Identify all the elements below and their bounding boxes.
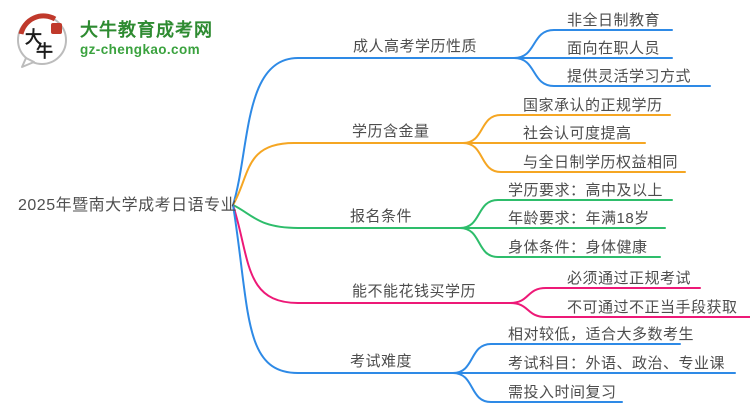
branch-2-leaf-3-label: 与全日制学历权益相同 (523, 154, 679, 171)
branch-1-leaf-3-curve (513, 57, 711, 87)
branch-1-curve (232, 57, 515, 206)
logo-bubble-icon: 大 牛 (17, 13, 67, 68)
branch-2-wires (232, 114, 686, 206)
branch-2-label: 学历含金量 (352, 123, 430, 140)
root-node-label: 2025年暨南大学成考日语专业 (18, 197, 238, 214)
logo-seal (51, 23, 62, 34)
svg-text:牛: 牛 (36, 41, 53, 62)
branch-1-leaf-3-label: 提供灵活学习方式 (567, 68, 692, 85)
logo-title: 大牛教育成考网 (80, 20, 213, 40)
logo-domain: gz-chengkao.com (80, 42, 201, 57)
branch-5-leaf-3-label: 需投入时间复习 (508, 384, 617, 401)
branch-4-curve (232, 204, 511, 304)
branch-2-leaf-2-label: 社会认可度提高 (523, 125, 632, 142)
branch-5-leaf-3-curve (452, 372, 623, 403)
branch-3-leaf-3-curve (459, 227, 661, 258)
branch-3-leaf-3-label: 身体条件：身体健康 (508, 239, 648, 256)
branch-4-leaf-2-curve (509, 302, 750, 318)
branch-5-label: 考试难度 (350, 353, 413, 370)
site-logo: 大 牛 大牛教育成考网 gz-chengkao.com (14, 12, 244, 72)
branch-3-label: 报名条件 (350, 208, 413, 225)
branch-4-wires (232, 204, 750, 318)
branch-3-leaf-1-label: 学历要求：高中及以上 (508, 182, 664, 199)
branch-2-leaf-1-label: 国家承认的正规学历 (523, 97, 663, 114)
branch-3-wires (232, 199, 673, 258)
branch-4-leaf-2-label: 不可通过不正当手段获取 (567, 299, 738, 316)
svg-text:大: 大 (25, 27, 42, 48)
branch-3-curve (232, 204, 461, 229)
branch-5-curve (232, 204, 454, 374)
branch-2-leaf-3-curve (462, 142, 686, 173)
branch-1-leaf-1-label: 非全日制教育 (567, 12, 661, 29)
branch-5-leaf-2-label: 考试科目：外语、政治、专业课 (508, 355, 726, 372)
branch-4-label: 能不能花钱买学历 (352, 283, 477, 300)
branch-4-leaf-1-label: 必须通过正规考试 (567, 270, 692, 287)
branch-1-leaf-2-label: 面向在职人员 (567, 40, 661, 57)
branch-3-leaf-2-label: 年龄要求：年满18岁 (508, 210, 650, 227)
branch-2-curve (232, 142, 464, 206)
branch-5-leaf-1-label: 相对较低，适合大多数考生 (508, 326, 695, 343)
branch-5-wires (232, 204, 736, 403)
branch-1-label: 成人高考学历性质 (353, 38, 478, 55)
branch-1-wires (232, 29, 711, 206)
